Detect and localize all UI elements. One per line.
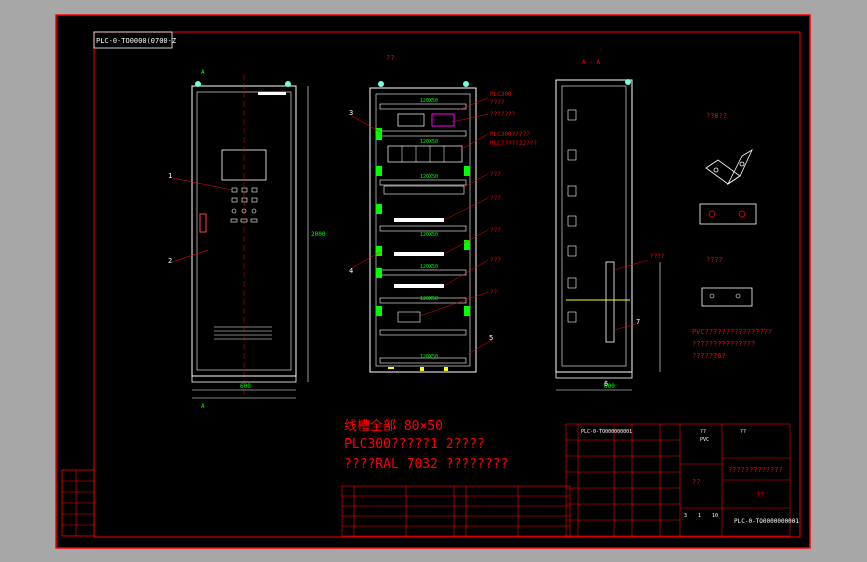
inside-label-1: ???? xyxy=(490,99,505,106)
detail-drawings[interactable]: ??8?? ???? PVC???????????????? ?????????… xyxy=(692,112,772,360)
duct-label: 120X50 xyxy=(420,174,438,180)
duct-label: 120X50 xyxy=(420,264,438,270)
inside-label-8: ??? xyxy=(490,257,501,264)
mounting-rail-blocks xyxy=(567,109,577,323)
callout-7: 7 xyxy=(636,318,640,326)
tb-right-label: ?? xyxy=(756,491,764,499)
duct-label: 120X50 xyxy=(420,139,438,145)
relay-block xyxy=(397,311,421,323)
duct-green-markers xyxy=(376,128,470,316)
lifting-eye-icon xyxy=(378,81,384,87)
din-rail xyxy=(394,284,444,288)
lifting-eye-icon xyxy=(463,81,469,87)
plc-cpu xyxy=(431,113,455,127)
title-strip-text: PLC-0-TO0000(0700-Z xyxy=(96,37,176,45)
inside-label-5: ??? xyxy=(490,171,501,178)
tb-cell-4: 3 xyxy=(684,513,687,519)
callout-6: 6 xyxy=(604,380,608,388)
duct-label: 120X50 xyxy=(420,98,438,104)
drawing-frame xyxy=(93,31,801,538)
inside-label-4: PLC?????32??? xyxy=(490,140,537,147)
clip-plan-view xyxy=(701,287,753,307)
tb-cell-5: 1 xyxy=(698,513,701,519)
inside-label-3: PLC300????? xyxy=(490,131,530,138)
lifting-eye-icon xyxy=(625,79,631,85)
note-line-1: 线槽全部 80×50 xyxy=(344,418,443,434)
note-line-2: PLC300?????1 2???? xyxy=(344,437,485,452)
detail-note-0: PVC???????????????? xyxy=(692,328,772,336)
bracket-plan-view xyxy=(699,203,757,225)
left-revision-table xyxy=(61,469,95,537)
bracket-iso-view xyxy=(705,148,753,186)
front-panel-buttons xyxy=(230,187,258,223)
tb-mid-code: ?? xyxy=(692,478,700,486)
detail-note-2: ??????6? xyxy=(692,352,726,360)
din-rail xyxy=(394,218,444,222)
tb-cell-0: PLC-0-TO000000001 xyxy=(581,429,632,435)
inside-label-2: ??????? xyxy=(490,111,516,118)
callout-1: 1 xyxy=(168,172,172,180)
duct-label: 120X50 xyxy=(420,296,438,302)
cabinet-inside-view[interactable]: ?? 120 xyxy=(349,54,537,373)
inside-label-7: ??? xyxy=(490,227,501,234)
din-rail xyxy=(394,252,444,256)
section-dim-bottom: 600 xyxy=(604,383,615,390)
callout-2: 2 xyxy=(168,257,172,265)
breaker-row xyxy=(387,145,463,163)
duct-label: 120X50 xyxy=(420,232,438,238)
note-line-3: ????RAL 7032 ???????? xyxy=(344,457,508,472)
terminal-strip xyxy=(383,185,465,195)
general-notes: 线槽全部 80×50 PLC300?????1 2???? ????RAL 70… xyxy=(344,418,508,472)
tb-company: ????????????? xyxy=(728,466,783,474)
cabinet-section-view[interactable]: A - A 600 ???? 7 6 xyxy=(555,59,665,391)
detail1-title: ??8?? xyxy=(706,112,727,120)
plc-module xyxy=(397,113,425,127)
door-handle-icon xyxy=(199,213,207,233)
callout-4: 4 xyxy=(349,267,353,275)
title-block[interactable] xyxy=(565,423,791,537)
lifting-eye-icon xyxy=(285,81,291,87)
lifting-eye-icon xyxy=(195,81,201,87)
tb-cell-3: ?? xyxy=(740,429,746,435)
inside-label-9: ?? xyxy=(490,289,498,296)
front-dim-bottom: 600 xyxy=(240,383,251,390)
section-mark-bottom: A xyxy=(201,403,205,410)
section-callout-pvc: ???? xyxy=(650,253,665,260)
tb-cell-1: ?? xyxy=(700,429,706,435)
inside-label-0: PLC300 xyxy=(490,91,512,98)
pvc-channel xyxy=(605,261,615,343)
tb-cell-2: PVC xyxy=(700,437,709,443)
detail-note-1: ??????????????? xyxy=(692,340,755,348)
bom-table[interactable] xyxy=(341,485,571,537)
inside-dim-bottom: 120X50 xyxy=(420,354,438,360)
detail2-title: ???? xyxy=(706,256,723,264)
tb-cell-6: 10 xyxy=(712,513,718,519)
cabinet-front-view[interactable]: 600 2000 A A 1 2 xyxy=(168,69,326,410)
section-title: A - A xyxy=(582,59,600,66)
inside-label-6: ??? xyxy=(490,195,501,202)
front-dim-right: 2000 xyxy=(311,231,326,238)
title-strip-box xyxy=(93,31,173,49)
callout-5: 5 xyxy=(489,334,493,342)
vent-grille xyxy=(214,326,272,340)
base-markers xyxy=(388,367,448,371)
section-mark-top: A xyxy=(201,69,205,76)
callout-3: 3 xyxy=(349,109,353,117)
inside-top-label: ?? xyxy=(386,54,394,62)
tb-doc-code: PLC-0-TO0000000001 xyxy=(734,518,799,525)
